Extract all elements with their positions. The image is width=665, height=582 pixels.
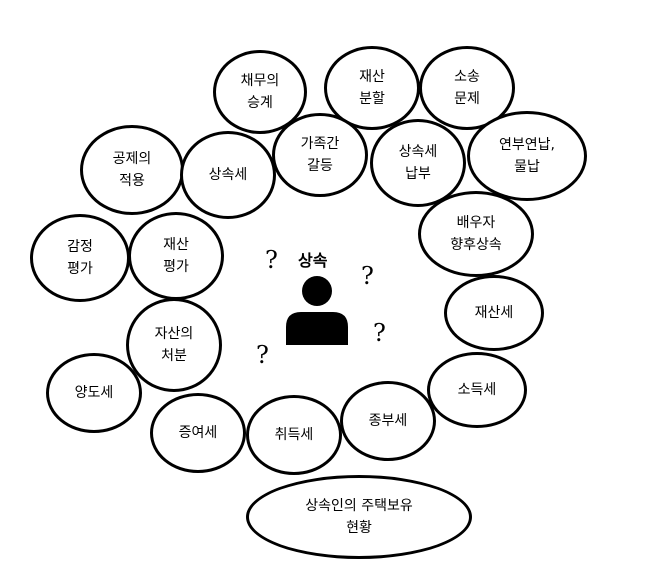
node-label: 향후상속 [450,237,502,253]
node-comprehensive: 종부세 [340,381,436,461]
node-label: 가족간 [300,136,340,152]
node-transfer: 양도세 [46,353,142,433]
node-label: 감정 [67,239,93,255]
question-mark: ? [256,341,269,369]
node-acquisition: 취득세 [246,395,342,475]
node-inheritax: 상속세 [180,131,276,219]
question-mark: ? [265,246,278,274]
node-label: 종부세 [368,413,408,429]
node-label: 재산세 [474,305,514,321]
node-property: 재산세 [444,275,544,351]
question-mark: ? [373,319,386,347]
question-mark: ? [361,262,374,290]
node-gift: 증여세 [150,393,246,473]
node-label: 문제 [454,91,480,107]
node-income: 소득세 [427,352,527,428]
node-label: 상속세 [208,167,248,183]
node-label: 배우자 [456,215,496,231]
node-label: 재산 [163,237,189,253]
node-label: 갈등 [307,158,333,174]
node-label: 증여세 [178,425,218,441]
person-icon [286,276,348,345]
node-label: 처분 [161,348,187,364]
node-label: 재산 [359,69,385,85]
node-label: 납부 [405,166,431,182]
node-label: 자산의 [154,326,194,342]
node-label: 평가 [67,261,93,277]
node-label: 적용 [119,173,145,189]
node-label: 평가 [163,259,189,275]
node-label: 연부연납, [499,137,555,153]
node-label: 소득세 [457,382,497,398]
node-label: 현황 [346,520,372,536]
node-label: 공제의 [112,151,152,167]
center-title: 상속 [298,251,328,270]
node-label: 분할 [359,91,385,107]
node-label: 물납 [514,159,540,175]
node-label: 승계 [247,95,273,111]
node-label: 채무의 [240,73,280,89]
node-label: 소송 [454,69,480,85]
node-label: 상속세 [398,144,438,160]
node-label: 양도세 [74,385,114,401]
node-label: 취득세 [274,427,314,443]
node-label: 상속인의 주택보유 [305,498,413,514]
node-installment: 연부연납, 물납 [467,111,587,201]
